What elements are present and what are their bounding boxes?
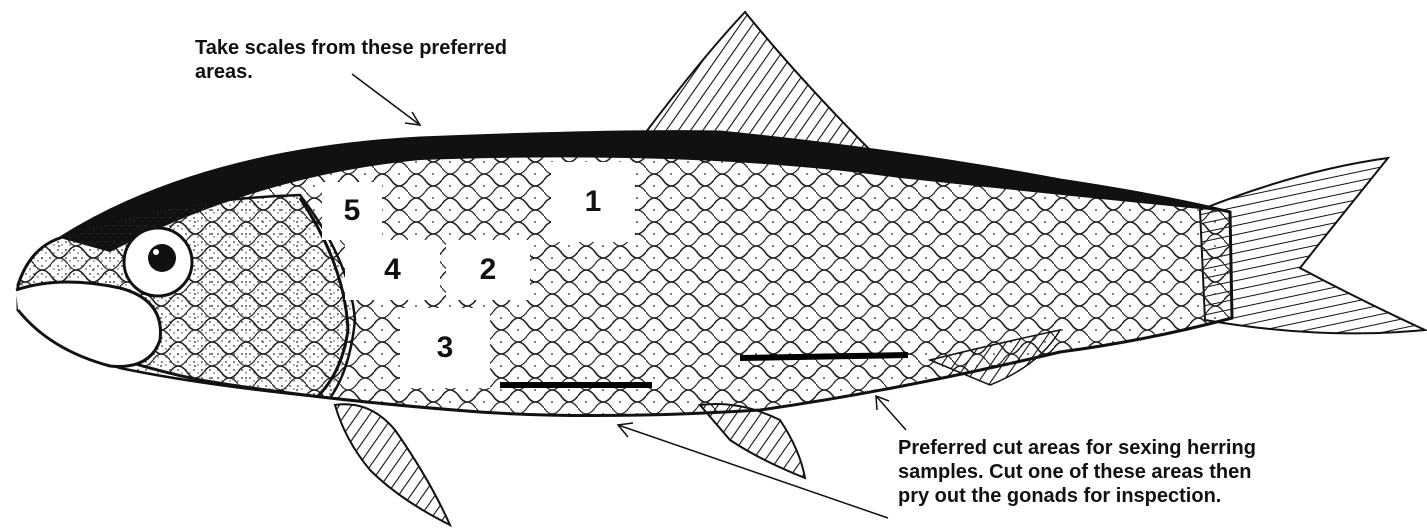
note-line: Preferred cut areas for sexing herring <box>898 436 1418 460</box>
scale-area-3: 3 <box>400 308 490 388</box>
pectoral-fin <box>335 404 450 525</box>
fish-jaw <box>16 282 161 367</box>
scale-area-label: 2 <box>480 253 497 287</box>
note-line: pry out the gonads for inspection. <box>898 484 1418 508</box>
note-line: samples. Cut one of these areas then <box>898 460 1418 484</box>
scale-area-2: 2 <box>446 240 530 300</box>
pelvic-fin <box>700 404 805 478</box>
scale-area-1: 1 <box>551 162 635 242</box>
note-line: Take scales from these preferred <box>195 36 615 60</box>
tail-fin <box>1200 158 1425 333</box>
scale-area-4: 4 <box>345 240 440 300</box>
note-line: areas. <box>195 60 615 84</box>
cut-line-rear <box>740 355 908 358</box>
cut-area-note: Preferred cut areas for sexing herring s… <box>898 436 1418 508</box>
scale-sampling-note: Take scales from these preferred areas. <box>195 36 615 84</box>
cut-arrow-rear <box>876 396 906 430</box>
scale-area-label: 5 <box>344 194 361 228</box>
scale-area-5: 5 <box>322 182 382 240</box>
scale-area-label: 3 <box>437 331 454 365</box>
scale-area-label: 4 <box>384 253 401 287</box>
scale-area-label: 1 <box>585 185 602 219</box>
